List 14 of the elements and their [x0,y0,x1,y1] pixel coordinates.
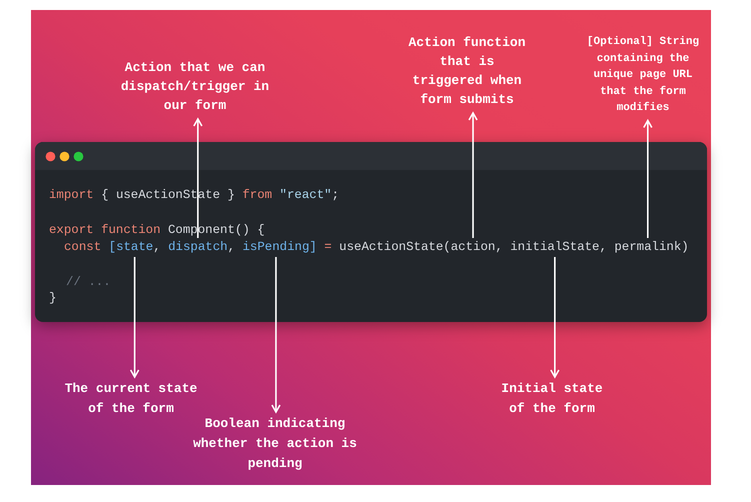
annotation-text: Action function that is triggered when form submits [402,33,532,109]
leader-arrow [271,257,281,413]
code-line: // ... [66,274,111,291]
code-line: } [49,290,56,307]
code-window [35,142,707,322]
annotation-text: [Optional] String containing the unique page URL that the form modifies [578,34,708,116]
leader-arrow [468,112,478,238]
annotation-text: Action that we can dispatch/trigger in our form [110,58,280,115]
leader-arrow [130,257,140,378]
annotation-text: Initial state of the form [492,379,612,419]
leader-arrow [643,120,653,238]
leader-arrow [550,257,560,378]
leader-arrow [193,118,203,238]
code-line: const [state, dispatch, isPending] = useActionState(action, initialState, permalink) [64,239,689,256]
